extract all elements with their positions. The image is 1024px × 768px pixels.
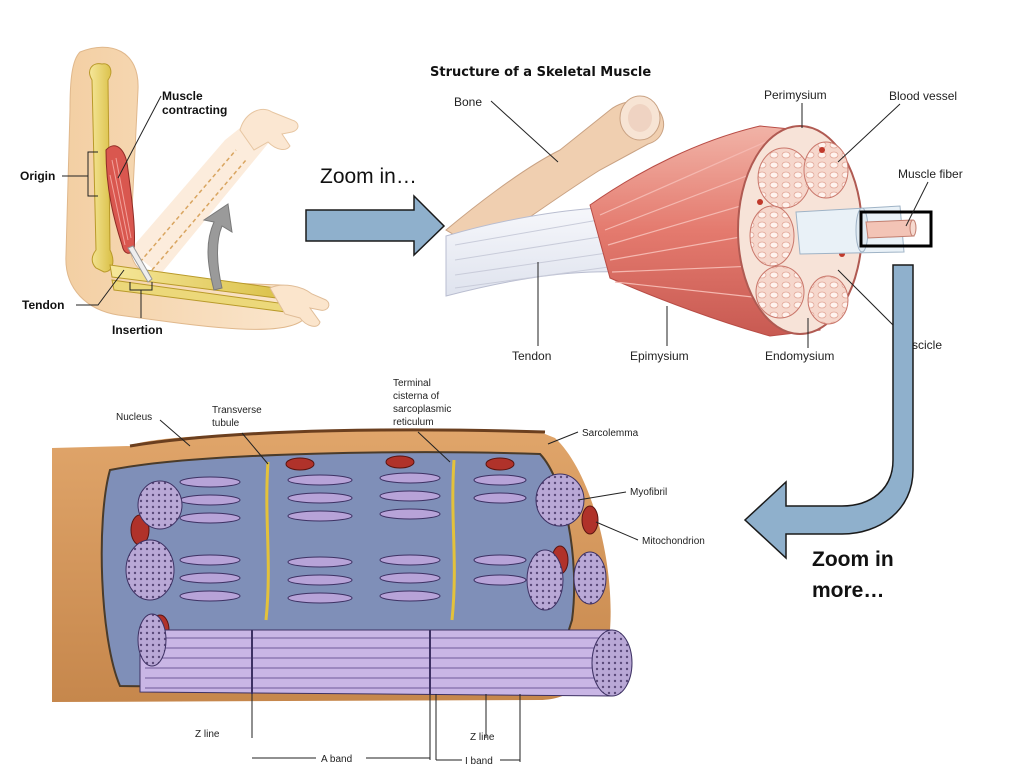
label-nucleus: Nucleus bbox=[116, 412, 152, 423]
label-transverse-2: tubule bbox=[212, 418, 240, 429]
label-myofibril: Myofibril bbox=[630, 487, 667, 498]
label-muscle-fiber: Muscle fiber bbox=[898, 167, 963, 181]
label-terminal-1: Terminal bbox=[393, 378, 431, 389]
label-blood-vessel: Blood vessel bbox=[889, 89, 957, 103]
label-terminal-4: reticulum bbox=[393, 417, 434, 428]
label-z-line-left: Z line bbox=[195, 729, 220, 740]
muscle-fiber-illustration bbox=[52, 428, 633, 702]
label-epimysium: Epimysium bbox=[630, 349, 689, 363]
zoom-in-arrow bbox=[305, 194, 446, 257]
label-terminal-3: sarcoplasmic bbox=[393, 404, 451, 415]
label-muscle-contracting-2: contracting bbox=[162, 103, 227, 117]
zoom-in-more-label-2: more… bbox=[812, 579, 884, 602]
label-origin: Origin bbox=[20, 169, 55, 183]
label-terminal-2: cisterna of bbox=[393, 391, 439, 402]
skeletal-muscle-illustration bbox=[445, 95, 933, 337]
label-mitochondrion: Mitochondrion bbox=[642, 536, 705, 547]
label-bone: Bone bbox=[454, 95, 482, 109]
label-sarcolemma: Sarcolemma bbox=[582, 428, 639, 439]
label-fascicle: scicle bbox=[912, 338, 942, 352]
arm-illustration bbox=[65, 46, 330, 330]
label-a-band: A band bbox=[321, 754, 352, 765]
zoom-in-label: Zoom in… bbox=[320, 165, 417, 188]
label-endomysium: Endomysium bbox=[765, 349, 834, 363]
label-i-band: I band bbox=[465, 756, 493, 767]
label-transverse-1: Transverse bbox=[212, 405, 262, 416]
label-muscle-contracting-1: Muscle bbox=[162, 89, 203, 103]
label-perimysium: Perimysium bbox=[764, 88, 827, 102]
skeletal-muscle-title: Structure of a Skeletal Muscle bbox=[430, 65, 651, 80]
label-insertion: Insertion bbox=[112, 323, 163, 337]
label-tendon-arm: Tendon bbox=[22, 298, 64, 312]
label-z-line-right: Z line bbox=[470, 732, 495, 743]
label-tendon-skeletal: Tendon bbox=[512, 349, 551, 363]
zoom-in-more-arrow bbox=[743, 264, 914, 560]
zoom-in-more-label-1: Zoom in bbox=[812, 548, 894, 571]
